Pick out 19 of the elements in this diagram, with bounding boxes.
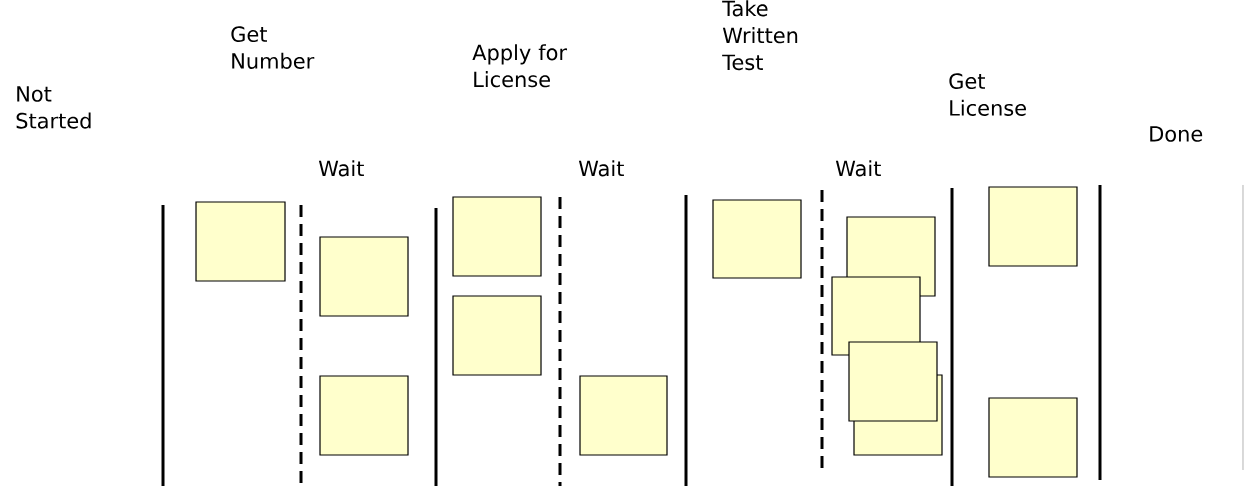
column-heading: Get License [949, 73, 1026, 116]
column-heading: Wait [578, 160, 624, 177]
sticky-note [319, 375, 409, 456]
sticky-note [579, 375, 668, 456]
sticky-note [452, 196, 542, 277]
column-heading: Done [1150, 126, 1203, 142]
column-heading: Take Written Test [722, 0, 798, 71]
sticky-note [319, 236, 409, 317]
sticky-note [712, 199, 802, 279]
column-heading: Wait [835, 160, 881, 177]
sticky-note [988, 186, 1078, 267]
column-heading: Wait [318, 160, 364, 177]
sticky-note [848, 341, 938, 422]
column-heading: Not Started [16, 86, 91, 129]
sticky-note [195, 201, 286, 282]
sticky-note [452, 295, 542, 376]
column-heading: Get Number [231, 26, 315, 69]
column-heading: Apply for License [472, 44, 568, 88]
sticky-note [988, 397, 1078, 478]
